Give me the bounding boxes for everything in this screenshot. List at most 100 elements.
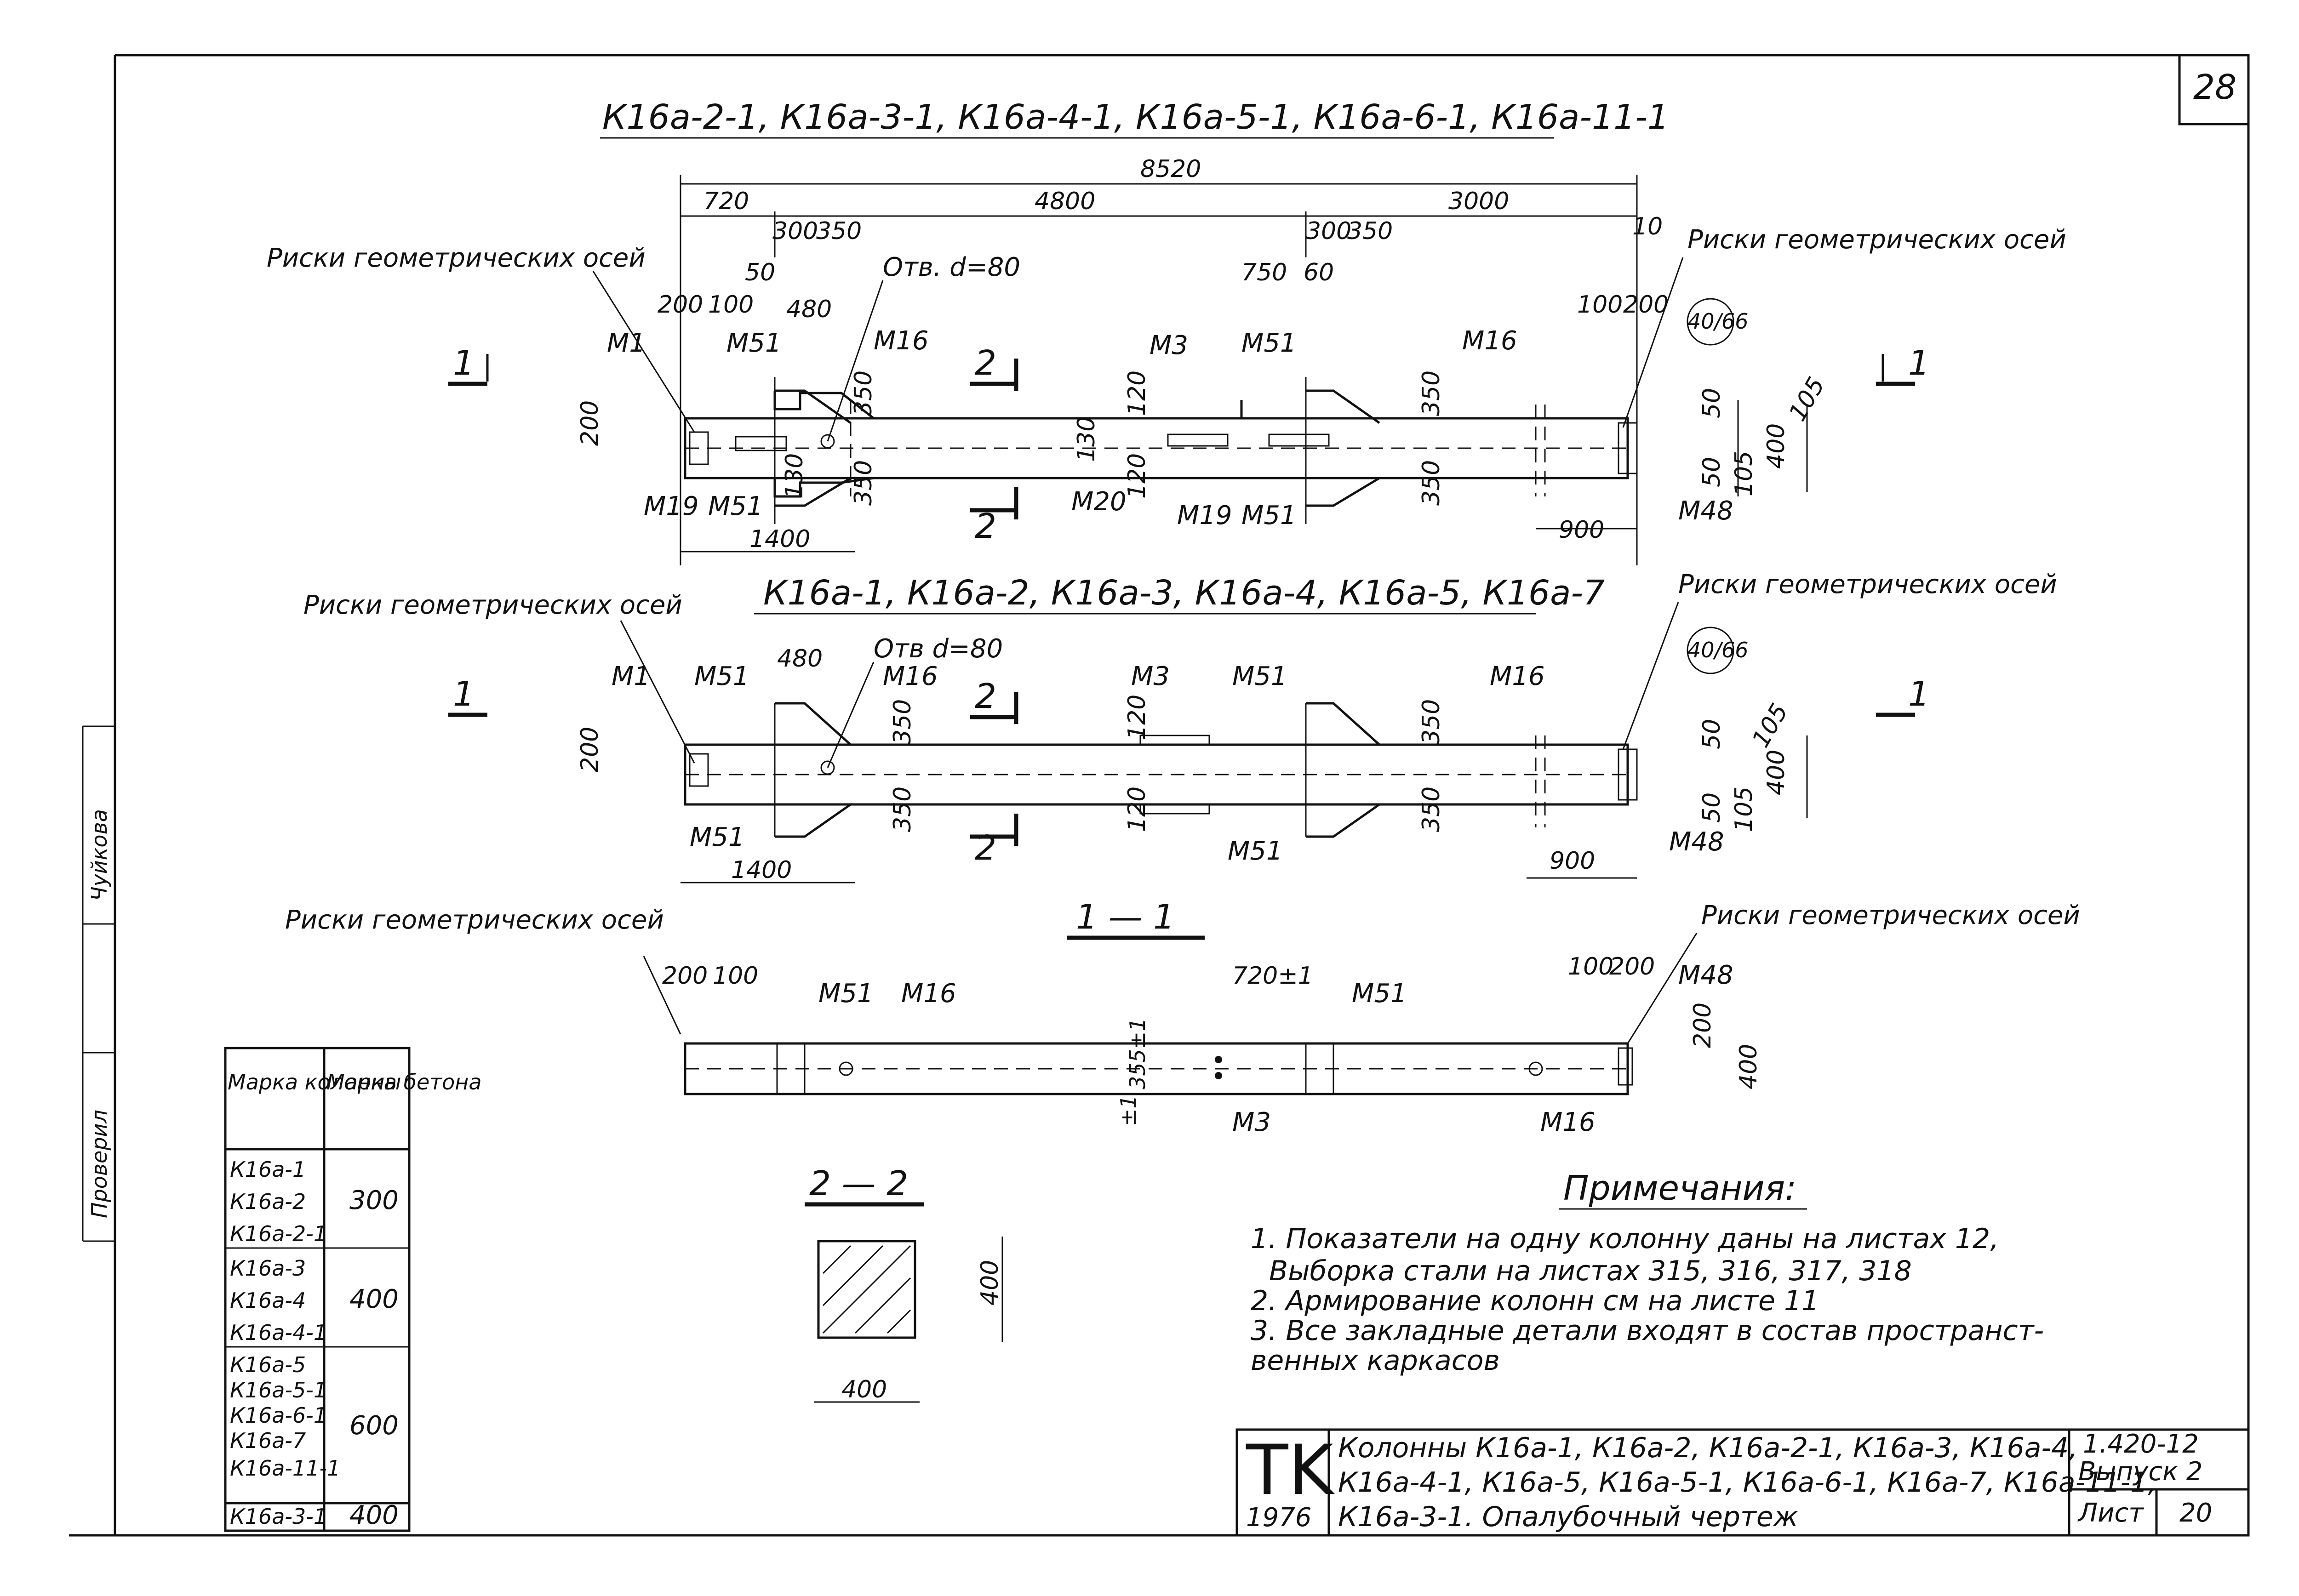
mid-dim-350v3: 350 [1418,699,1445,745]
mid-tag: 40/66 [1687,638,1749,662]
dim-350b: 350 [1347,217,1393,245]
dim-120v2: 120 [1123,453,1151,499]
sec11-dim-720: 720±1 [1232,962,1313,990]
dim-350v4: 350 [1418,460,1445,506]
table-grade-400b: 400 [349,1500,399,1530]
mid-mark-m48: М48 [1669,827,1724,857]
mid-dim-350v: 350 [889,699,916,745]
section-1-1: 1 — 1 Риски геометрических осей Риски ге… [285,897,2080,1137]
dim-350v2: 350 [850,460,877,506]
mark-m51c: М51 [708,491,763,521]
mark-m51a: М51 [726,328,782,358]
sec11-dim-200v: 200 [1689,1003,1716,1048]
dim-100r: 100 [1577,291,1623,319]
note-3: 3. Все закладные детали входят в состав … [1251,1315,2044,1347]
mid-mark-m16a: М16 [883,661,938,691]
dim-350v: 350 [850,370,877,416]
sec22-title: 2 — 2 [809,1164,908,1203]
mid-dim-350v2: 350 [889,787,916,832]
mid-dim-120v2: 120 [1123,787,1151,832]
dim-350: 350 [816,217,862,245]
title-line-2: К16а-4-1, К16а-5, К16а-5-1, К16а-6-1, К1… [1338,1466,2157,1499]
note-1: 1. Показатели на одну колонну даны на ли… [1251,1223,1999,1255]
sec11-m51: М51 [818,979,874,1009]
stamp-year: 1976 [1246,1503,1312,1533]
dim-720: 720 [703,188,749,215]
axes-label-right: Риски геометрических осей [1687,225,2066,255]
dim-300: 300 [772,217,818,245]
table-row-2: К16а-2-1 [230,1221,327,1246]
mid-section-2-top: 2 [975,677,996,716]
notes-title: Примечания: [1563,1168,1796,1208]
dim-480: 480 [786,296,832,323]
dim-200: 200 [658,291,703,319]
mid-dim-900: 900 [1550,847,1595,875]
mark-m1: М1 [607,328,646,358]
mid-dim-50b: 50 [1698,792,1726,823]
mid-section-2-bot: 2 [975,828,996,868]
mid-hole: Отв d=80 [874,634,1003,664]
mid-mark-m1: М1 [612,661,650,691]
section-mark-1-right: 1 [1908,343,1930,383]
series-number: 1.420-12 [2083,1429,2199,1459]
sec11-dim-400v: 400 [1735,1044,1762,1089]
sec11-m51b: М51 [1352,979,1407,1009]
mark-m19b: М19 [1177,501,1232,530]
sec11-dim-1: ±1 [1116,1095,1141,1126]
table-row-5: К16а-4-1 [230,1320,327,1345]
mid-mark-m51a: М51 [694,661,749,691]
mid-dim-1400: 1400 [731,856,792,884]
sec11-m16: М16 [901,979,956,1009]
table-grade-300: 300 [349,1186,399,1215]
mid-mark-m3: М3 [1131,661,1170,691]
notes-block: Примечания: 1. Показатели на одну колонн… [1251,1168,2044,1377]
table-row-3: К16а-3 [230,1256,306,1281]
mid-mark-m51b: М51 [1232,661,1287,691]
section-mark-2-top: 2 [975,343,996,383]
tag-40-66: 40/66 [1687,309,1749,334]
table-row-1: К16а-2 [230,1189,306,1214]
dim-1400: 1400 [749,525,810,553]
sec11-axes-left: Риски геометрических осей [285,905,664,935]
mid-section-1-left: 1 [453,674,475,714]
sec11-m16b: М16 [1540,1107,1596,1137]
sheet-number: 20 [2179,1498,2212,1528]
dim-750: 750 [1241,259,1287,286]
stamp-name-2: Проверил [87,1110,112,1218]
table-row-11: К16а-3-1 [230,1504,327,1529]
dim-350v3: 350 [1418,370,1445,416]
table-row-8: К16а-6-1 [230,1403,327,1428]
section-mark-2-bot: 2 [975,507,996,546]
title-block: TK 1976 Колонны К16а-1, К16а-2, К16а-2-1… [1235,1428,2250,1537]
section-mark-1-left: 1 [453,343,475,383]
sec11-dim-200r: 200 [1609,953,1655,980]
sec11-dim-100r: 100 [1568,953,1613,980]
section-2-2: 2 — 2 400 400 [805,1164,1004,1403]
dim-130v2: 130 [781,453,808,499]
mid-dim-200v: 200 [576,727,604,772]
side-stamp: Чуйкова Проверил [82,725,115,1242]
sec11-dim-355: 355±1 [1125,1018,1150,1089]
view-mid-title: К16а-1, К16а-2, К16а-3, К16а-4, К16а-5, … [763,573,1605,613]
dim-50v: 50 [1698,388,1726,418]
mid-axes-right: Риски геометрических осей [1678,570,2057,599]
mid-mark-m16b: М16 [1490,661,1545,691]
sec11-dim-100: 100 [713,962,758,990]
sec11-axes-right: Риски геометрических осей [1701,901,2080,930]
mid-dim-400v: 400 [1762,750,1790,795]
table-row-4: К16а-4 [230,1288,306,1313]
title-line-3: К16а-3-1. Опалубочный чертеж [1338,1501,1798,1533]
note-3b: венных каркасов [1251,1345,1500,1377]
dim-105v2: 105 [1730,451,1758,496]
table-row-7: К16а-5-1 [230,1378,327,1402]
dim-50v2: 50 [1698,457,1726,487]
dim-10: 10 [1632,213,1663,240]
mid-dim-50: 50 [1698,719,1726,749]
dim-total: 8520 [1140,155,1201,183]
sec11-m3: М3 [1232,1107,1271,1137]
mark-m16a: М16 [874,326,929,356]
view-top: К16а-2-1, К16а-3-1, К16а-4-1, К16а-5-1, … [267,97,2066,565]
mid-axes-left: Риски геометрических осей [303,590,682,620]
axes-label-left: Риски геометрических осей [267,243,646,273]
mark-m48a: М48 [1678,496,1733,526]
